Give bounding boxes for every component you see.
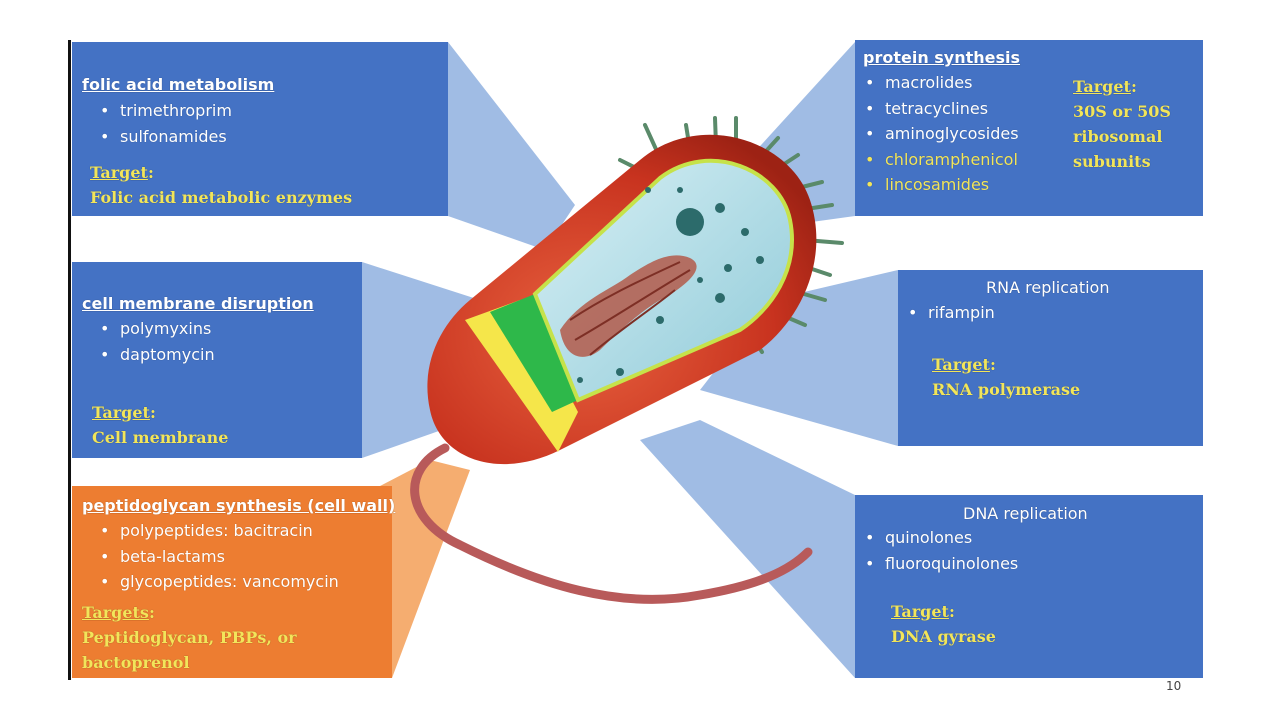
list-item: •lincosamides — [865, 175, 990, 194]
list-item: •rifampin — [908, 303, 995, 322]
protein-synthesis-title: protein synthesis — [863, 48, 1021, 67]
rna-replication-box: RNA replication •rifampin Target: RNA po… — [898, 270, 1203, 446]
cell-wall-drug-list: •polypeptides: bacitracin •beta-lactams … — [100, 518, 339, 595]
slide-number: 10 — [1166, 679, 1182, 693]
target-value: 30S or 50S — [1073, 102, 1171, 121]
rna-replication-target: Target: RNA polymerase — [932, 352, 1080, 402]
layer-yellow — [465, 300, 578, 452]
cell-membrane-target: Target: Cell membrane — [92, 400, 228, 450]
dna-replication-target: Target: DNA gyrase — [891, 599, 996, 649]
target-value: RNA polymerase — [932, 380, 1081, 399]
target-value: subunits — [1073, 152, 1151, 171]
protein-synthesis-drug-list: •macrolides •tetracyclines •aminoglycosi… — [865, 70, 1019, 198]
cell-wall-title: peptidoglycan synthesis (cell wall) — [82, 496, 396, 515]
flagellum — [410, 443, 813, 604]
folic-acid-box: folic acid metabolism •trimethroprim •su… — [72, 42, 448, 216]
list-item: •macrolides — [865, 73, 973, 92]
rna-replication-drug-list: •rifampin — [908, 300, 995, 326]
target-label: Target — [891, 602, 949, 621]
list-item: •polypeptides: bacitracin — [100, 521, 313, 540]
protein-synthesis-box: protein synthesis •macrolides •tetracycl… — [855, 40, 1203, 216]
dna-replication-title: DNA replication — [963, 504, 1088, 523]
list-item: •polymyxins — [100, 319, 212, 338]
cell-wall-box: peptidoglycan synthesis (cell wall) •pol… — [72, 486, 396, 678]
list-item: •glycopeptides: vancomycin — [100, 572, 339, 591]
ray-rna — [700, 270, 898, 446]
cell-wall-target: Targets: Peptidoglycan, PBPs, or bactopr… — [82, 600, 297, 675]
list-item: •sulfonamides — [100, 126, 227, 146]
list-item: •beta-lactams — [100, 546, 225, 566]
folic-acid-drug-list: •trimethroprim •sulfonamides — [100, 98, 232, 149]
list-item: •daptomycin — [100, 344, 215, 364]
target-value: Peptidoglycan, PBPs, or — [82, 628, 297, 647]
dna-replication-drug-list: •quinolones •fluoroquinolones — [865, 525, 1018, 576]
target-value: ribosomal — [1073, 127, 1163, 146]
list-item: •fluoroquinolones — [865, 553, 1019, 573]
cell-membrane-title: cell membrane disruption — [82, 294, 314, 313]
cell-membrane-drug-list: •polymyxins •daptomycin — [100, 316, 215, 367]
layer-green — [490, 294, 578, 412]
protein-synthesis-target: Target: 30S or 50S ribosomal subunits — [1073, 74, 1171, 174]
ray-cellwall — [380, 460, 470, 678]
list-item: •aminoglycosides — [865, 124, 1019, 143]
ray-dna — [640, 420, 855, 678]
list-item: •quinolones — [865, 528, 973, 547]
target-value: Folic acid metabolic enzymes — [90, 188, 353, 207]
rna-replication-title: RNA replication — [986, 278, 1110, 297]
ribosomes — [577, 187, 764, 383]
list-item: •trimethroprim — [100, 101, 232, 120]
target-label: Targets — [82, 603, 149, 622]
target-value: Cell membrane — [92, 428, 229, 447]
folic-acid-target: Target: Folic acid metabolic enzymes — [90, 160, 352, 210]
target-label: Target — [932, 355, 990, 374]
list-item: •tetracyclines — [865, 98, 989, 118]
cell-membrane-box: cell membrane disruption •polymyxins •da… — [72, 262, 362, 458]
dna-replication-box: DNA replication •quinolones •fluoroquino… — [855, 495, 1203, 678]
target-value: bactoprenol — [82, 653, 190, 672]
target-label: Target — [90, 163, 148, 182]
list-item: •chloramphenicol — [865, 149, 1018, 169]
ray-folic — [448, 42, 575, 250]
folic-acid-title: folic acid metabolism — [82, 75, 275, 94]
target-label: Target — [92, 403, 150, 422]
slide-left-border — [68, 40, 71, 680]
target-value: DNA gyrase — [891, 627, 996, 646]
target-label: Target — [1073, 77, 1131, 96]
nucleoid — [560, 255, 697, 357]
